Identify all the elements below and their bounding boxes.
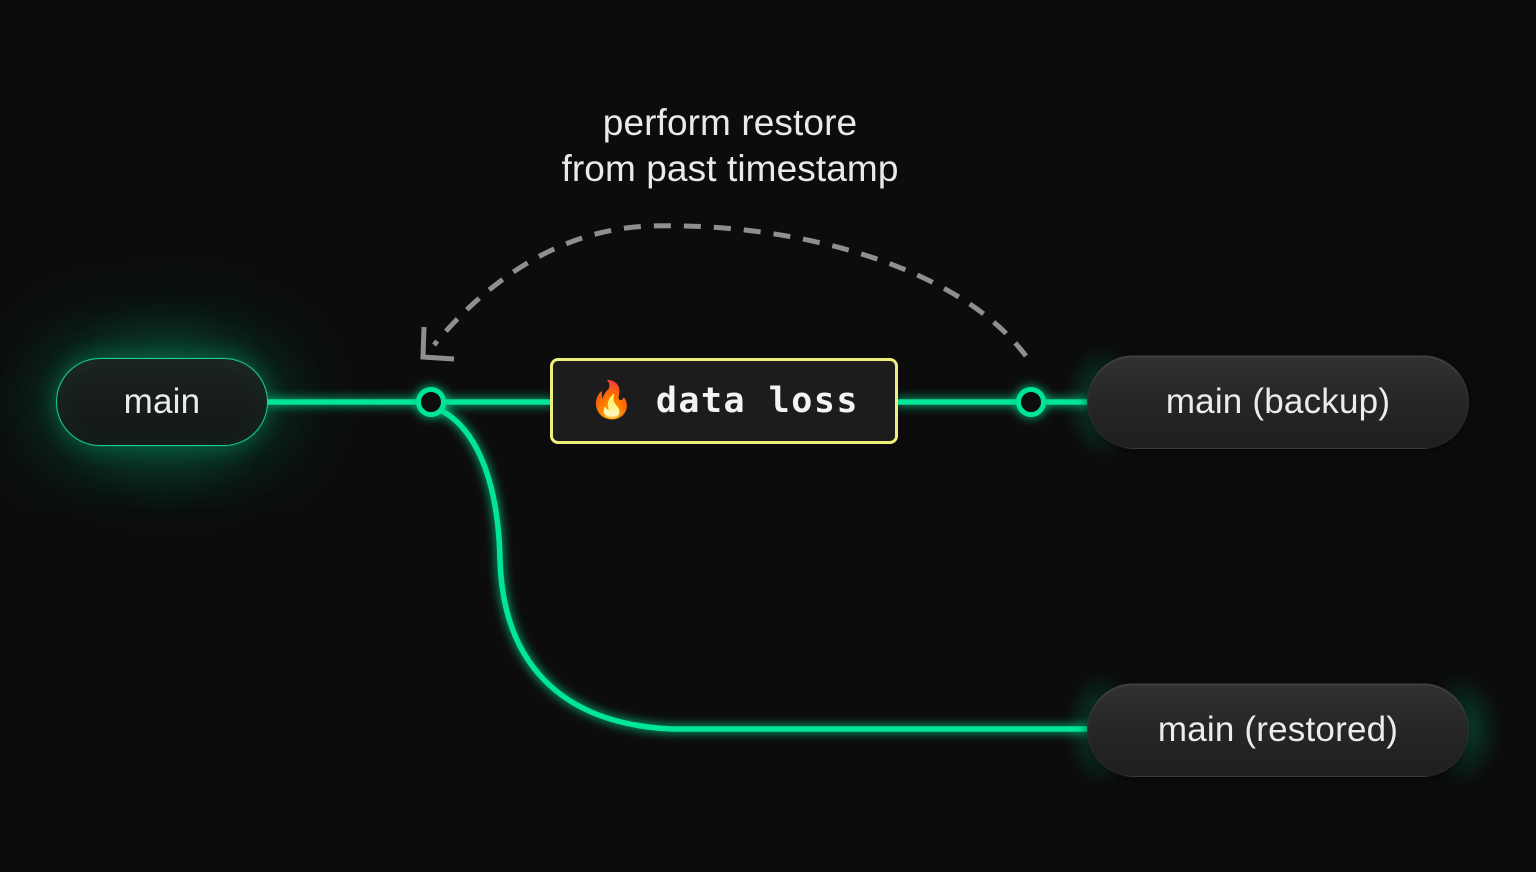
node-main-restored[interactable]: main (restored) xyxy=(1087,683,1469,777)
data-loss-label: data loss xyxy=(655,381,859,421)
restore-dashed-curve xyxy=(432,223,1028,358)
node-main[interactable]: main xyxy=(56,358,268,446)
backup-point-node xyxy=(1016,387,1046,417)
fire-emoji: 🔥 xyxy=(589,380,634,421)
node-main-label: main xyxy=(123,382,201,421)
restore-arrowhead xyxy=(420,326,455,362)
node-main-restored-label: main (restored) xyxy=(1157,710,1399,749)
wire-branchpoint-to-restored xyxy=(430,404,1095,732)
branch-point-node xyxy=(416,387,446,417)
node-main-backup-label: main (backup) xyxy=(1165,382,1391,421)
restore-annotation-label: perform restore from past timestamp xyxy=(561,102,899,190)
data-loss-badge: 🔥 data loss xyxy=(550,358,898,444)
node-main-backup[interactable]: main (backup) xyxy=(1087,355,1469,449)
